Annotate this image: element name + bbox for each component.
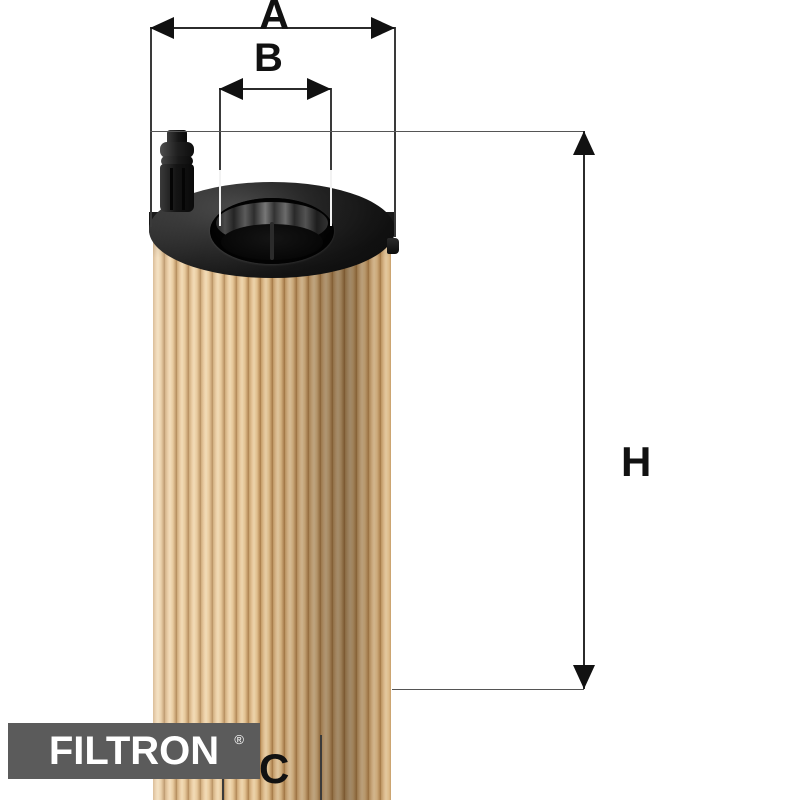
dimension-h-label: H [621,438,651,485]
dimension-c-extension-right [320,735,322,800]
dimension-b-arrow-right [307,78,331,100]
filtron-logo-text: FILTRON [48,729,220,773]
dimension-a-label: A [259,0,289,38]
dimension-h-line [583,131,585,689]
nipple-tip [167,130,187,144]
dimension-h-arrow-top [573,131,595,155]
filtron-logo: FILTRON ® [8,723,260,779]
nipple-slot-left [170,168,173,210]
pleated-filter-media [153,232,391,800]
dimension-b-label: B [254,36,283,80]
dimension-h-leader-top [150,131,584,132]
dimension-b-extension-right-top [330,88,332,170]
dimension-b-extension-left-top [219,88,221,170]
cap-side-tab [387,238,399,254]
dimension-a-arrow-left [150,17,174,39]
dimension-a-arrow-right [371,17,395,39]
dimension-h-arrow-bottom [573,665,595,689]
dimension-a-line [150,27,395,29]
drain-valve-nipple [159,130,195,216]
nipple-slot-right [182,168,185,210]
dimension-b-arrow-left [219,78,243,100]
nipple-body [160,164,194,212]
dimension-c-label: C [259,745,289,792]
nipple-collar-upper [160,142,194,158]
dimension-a-extension-left [150,27,152,227]
dimension-a-extension-right [394,27,396,237]
oil-filter-product [149,130,399,800]
center-bore-rib [270,222,274,260]
nipple-collar-lower [161,156,193,166]
dimension-b-line [219,88,331,90]
registered-trademark-mark: ® [234,732,244,747]
dimension-h-leader-bottom [392,689,584,690]
